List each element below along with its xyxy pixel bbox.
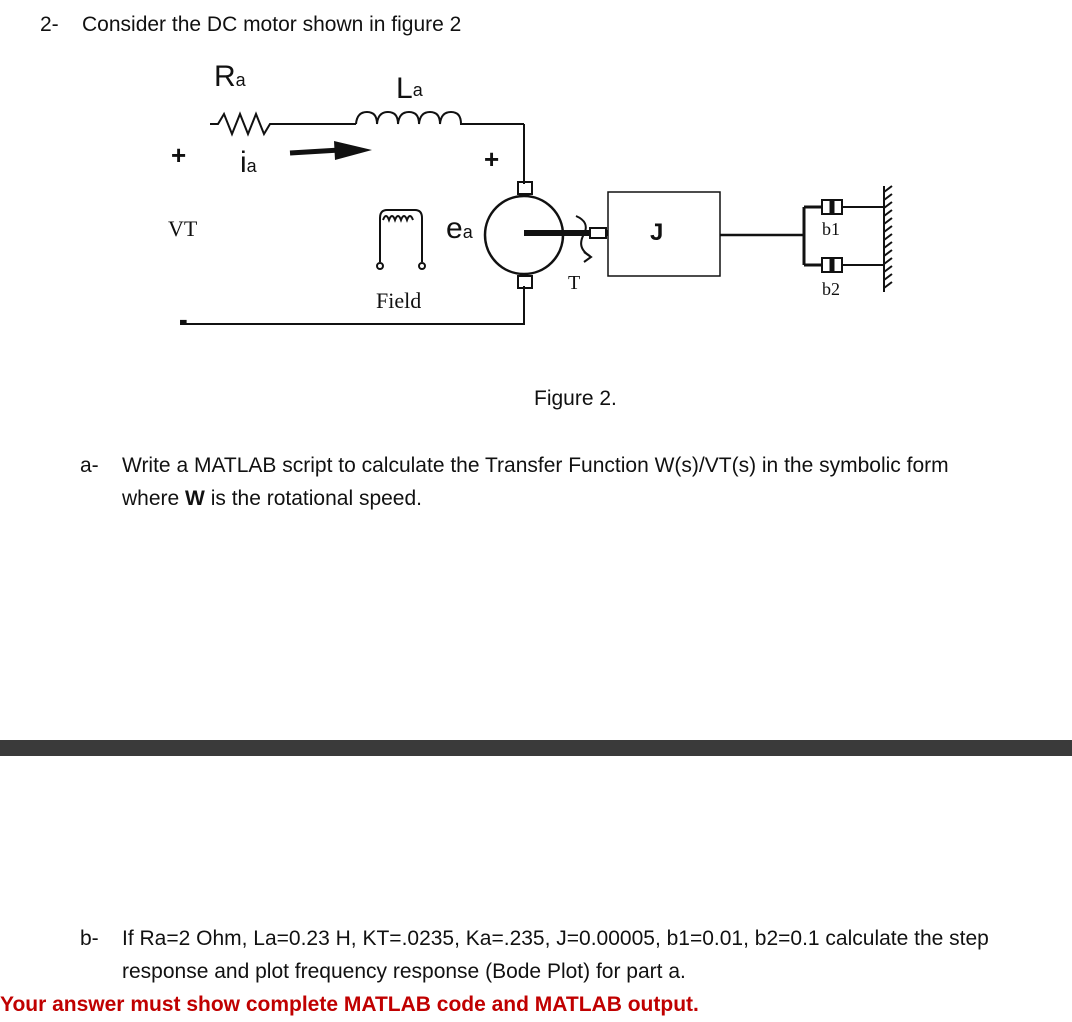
resistor-ra-symbol: [210, 111, 356, 137]
field-coil-symbol: [379, 209, 423, 226]
label-plus-right: +: [484, 144, 500, 174]
label-ia: ia: [240, 146, 257, 179]
current-arrow: [289, 141, 372, 160]
label-b1: b1: [822, 219, 840, 239]
section-divider: [0, 740, 1072, 756]
label-la: La: [396, 72, 423, 105]
part-b-line1: If Ra=2 Ohm, La=0.23 H, KT=.0235, Ka=.23…: [122, 927, 989, 950]
label-field: Field: [376, 288, 422, 313]
label-ea: ea: [446, 212, 473, 245]
part-b-letter: b-: [80, 927, 99, 950]
label-inertia: J: [650, 219, 664, 246]
part-a-letter: a-: [80, 454, 99, 477]
answer-requirement: Your answer must show complete MATLAB co…: [0, 993, 699, 1016]
part-a-line2: where W is the rotational speed.: [122, 487, 422, 510]
motor-brush-top: [517, 181, 533, 195]
part-a-bold-w: W: [185, 487, 205, 510]
dc-motor-diagram: [180, 110, 893, 325]
part-b-line2: response and plot frequency response (Bo…: [122, 960, 686, 983]
torque-arrow: [575, 215, 591, 257]
motor-brush-bottom: [517, 275, 533, 289]
part-a-line1: Write a MATLAB script to calculate the T…: [122, 454, 949, 477]
question-intro: Consider the DC motor shown in figure 2: [82, 13, 462, 36]
inductor-la-symbol: [355, 110, 524, 125]
inertia-block: [607, 191, 721, 277]
figure-caption: Figure 2.: [534, 387, 617, 410]
question-number: 2-: [40, 13, 59, 36]
label-ra: Ra: [214, 60, 246, 93]
wire-bottom: [180, 286, 525, 325]
label-b2: b2: [822, 279, 840, 299]
label-plus-left: +: [171, 140, 187, 170]
label-vt: VT: [168, 216, 198, 241]
label-torque: T: [568, 272, 581, 294]
label-minus-left: -: [179, 304, 188, 334]
